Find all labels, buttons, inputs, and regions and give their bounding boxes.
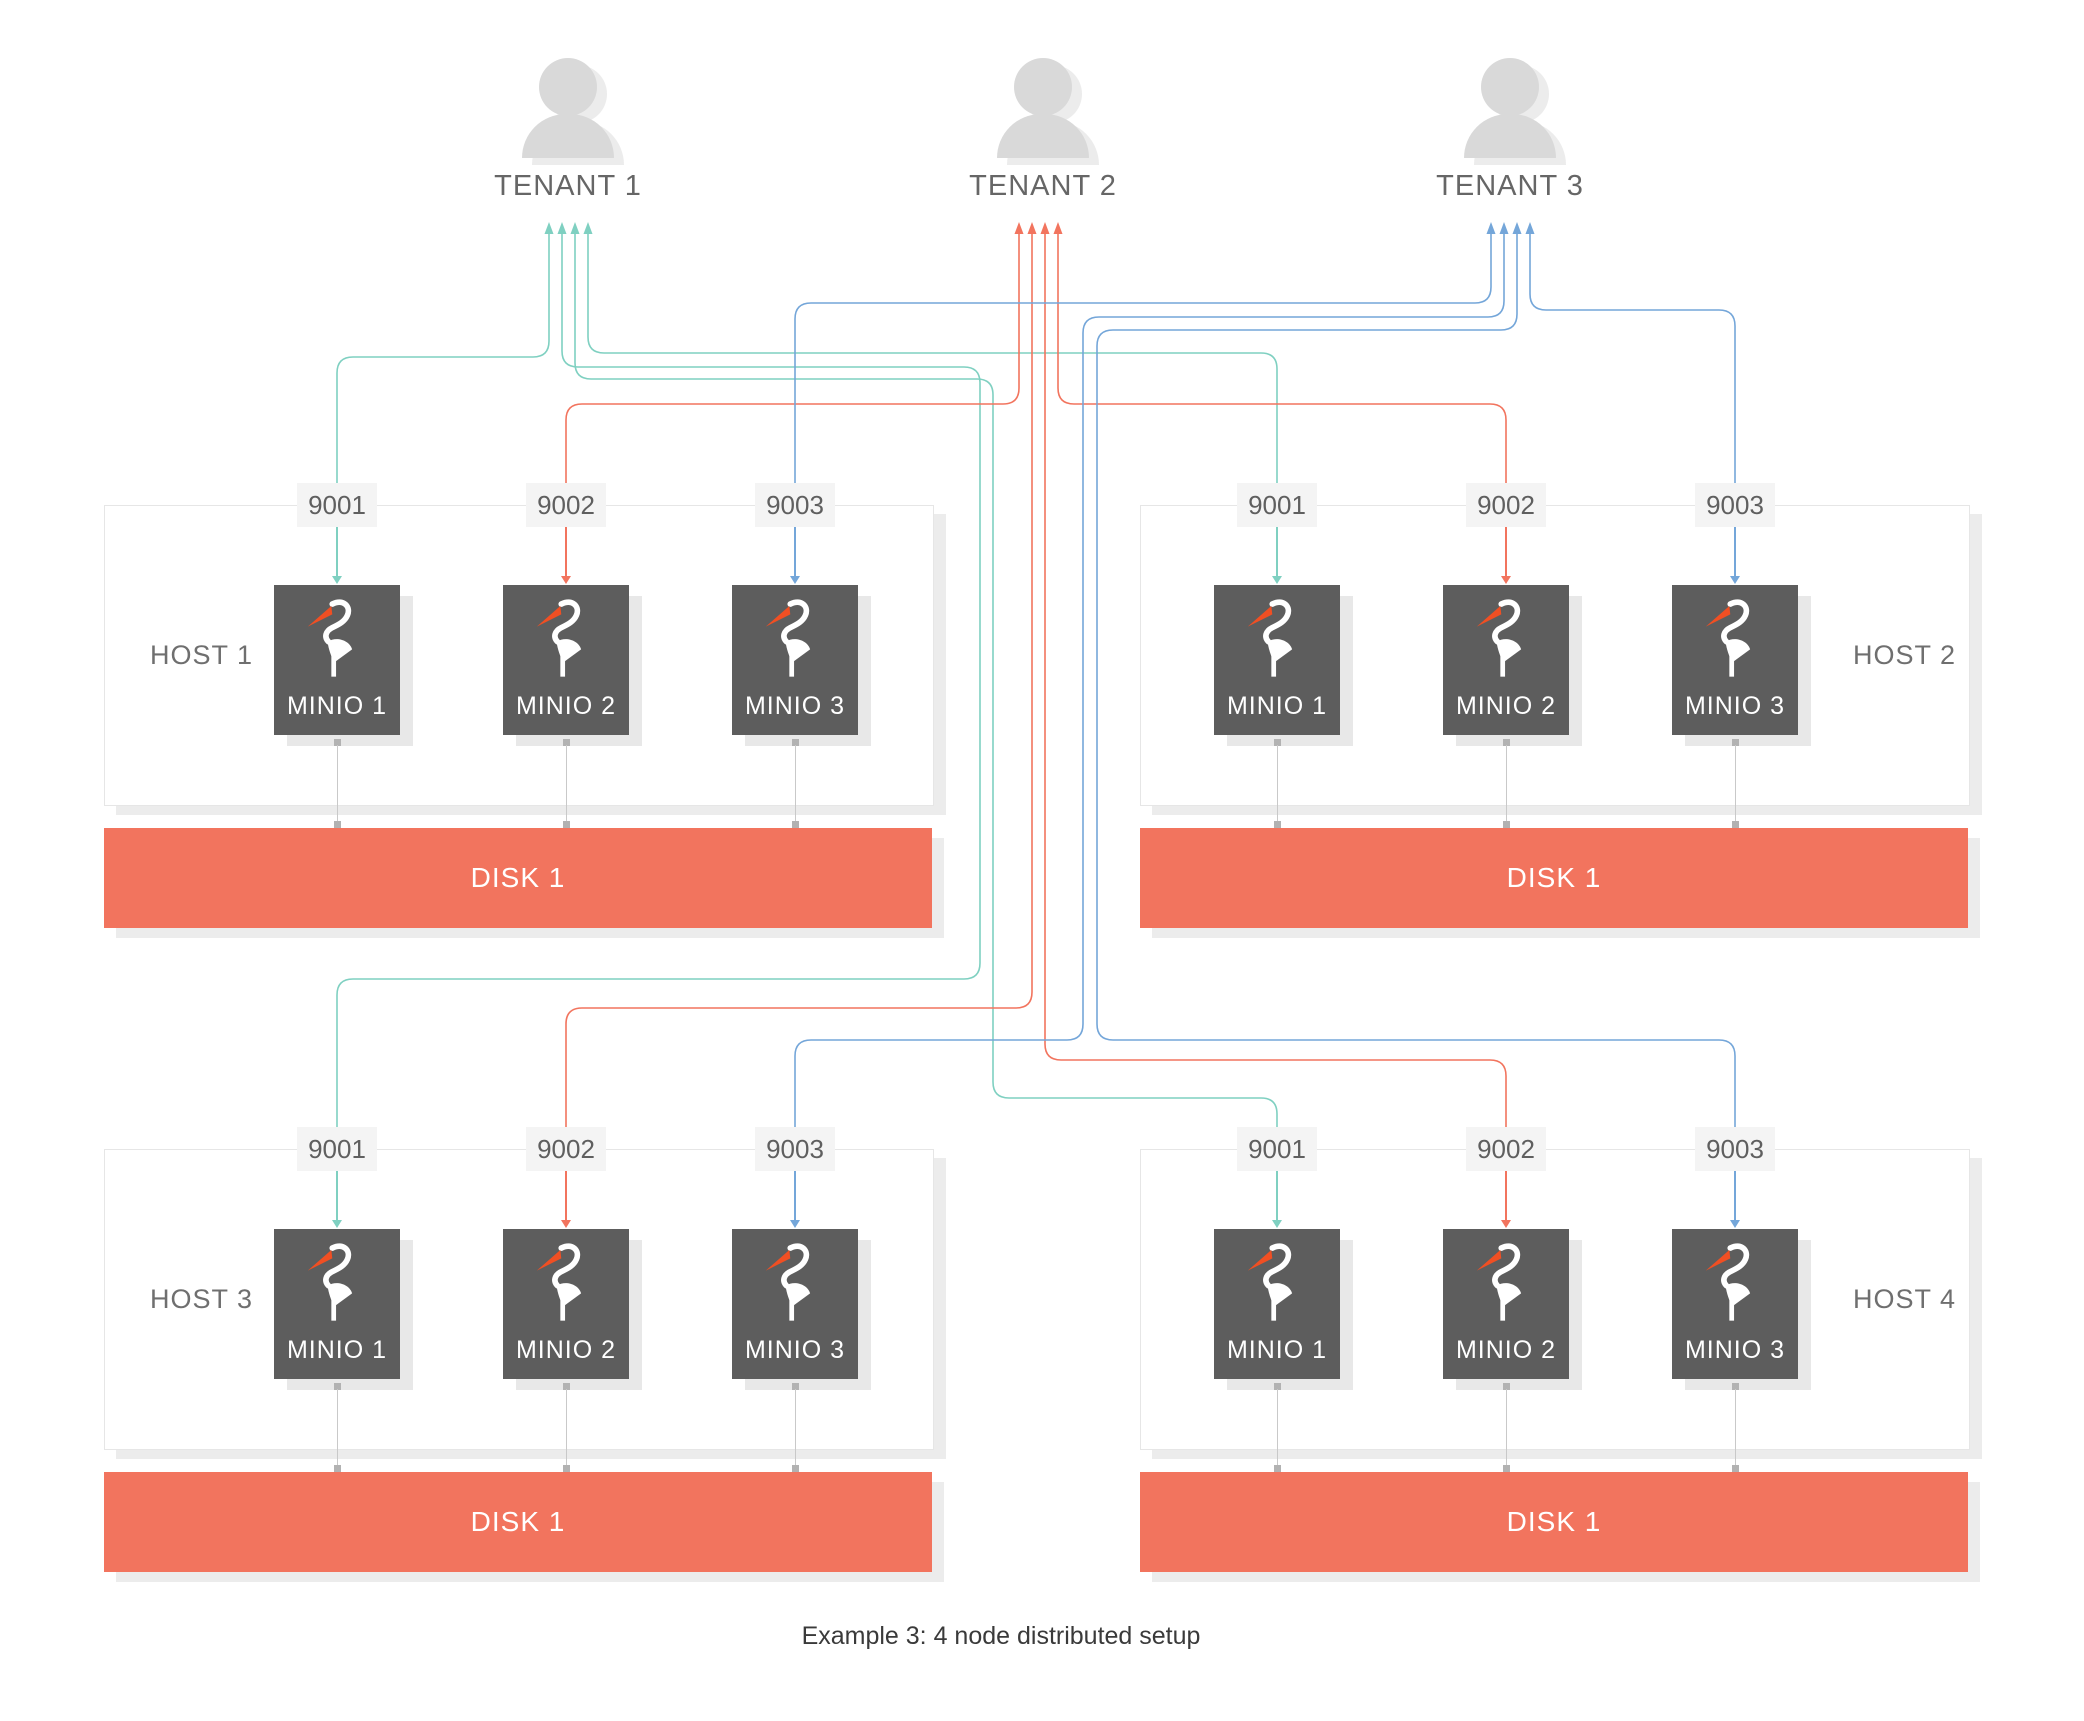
minio-node-label: MINIO 2 — [515, 1336, 617, 1364]
wire-tenant1-host1-minio1 — [336, 231, 550, 483]
wire-tenant2-host2-minio2 — [1057, 231, 1507, 483]
minio-node-label: MINIO 3 — [1684, 1336, 1786, 1364]
minio-node: MINIO 3 — [732, 585, 858, 735]
tenant2-arrowheads — [1014, 222, 1063, 234]
minio-node: MINIO 1 — [1214, 585, 1340, 735]
port-label-9001: 9001 — [1237, 1127, 1317, 1171]
minio-bird-icon — [307, 599, 353, 677]
tenant-label: TENANT 2 — [969, 170, 1117, 202]
port-label-9002: 9002 — [526, 1127, 606, 1171]
tenant-label: TENANT 1 — [494, 170, 642, 202]
tenant-1: TENANT 1 — [468, 58, 668, 203]
minio-node-label: MINIO 1 — [1226, 692, 1328, 720]
host-label: HOST 4 — [1853, 1284, 1957, 1314]
disk-bar: DISK 1 — [104, 828, 932, 928]
port-label-9002: 9002 — [1466, 483, 1546, 527]
wire-tenant3-host3-minio3 — [794, 231, 1505, 1127]
minio-node-label: MINIO 3 — [744, 1336, 846, 1364]
user-icon — [983, 58, 1103, 165]
port-label-9001: 9001 — [1237, 483, 1317, 527]
user-icon — [1450, 58, 1570, 165]
minio-node-label: MINIO 3 — [1684, 692, 1786, 720]
minio-node: MINIO 3 — [1672, 585, 1798, 735]
tenant-label: TENANT 3 — [1436, 170, 1584, 202]
minio-node-label: MINIO 1 — [286, 692, 388, 720]
tenant3-arrowheads — [1486, 222, 1535, 234]
port-label-9003: 9003 — [755, 483, 835, 527]
minio-bird-icon — [765, 599, 811, 677]
port-label-9001: 9001 — [297, 1127, 377, 1171]
wire-tenant3-host1-minio3 — [794, 231, 1492, 483]
minio-node: MINIO 2 — [1443, 585, 1569, 735]
minio-node: MINIO 3 — [1672, 1229, 1798, 1379]
minio-bird-icon — [307, 1243, 353, 1321]
minio-bird-icon — [1476, 599, 1522, 677]
minio-node-label: MINIO 3 — [744, 692, 846, 720]
minio-node: MINIO 3 — [732, 1229, 858, 1379]
minio-node: MINIO 2 — [1443, 1229, 1569, 1379]
minio-bird-icon — [1705, 599, 1751, 677]
minio-node: MINIO 2 — [503, 1229, 629, 1379]
minio-node-label: MINIO 1 — [1226, 1336, 1328, 1364]
tenant1-wires — [336, 231, 1278, 1127]
port-label-9003: 9003 — [755, 1127, 835, 1171]
disk-bar: DISK 1 — [1140, 1472, 1968, 1572]
host-label: HOST 1 — [150, 640, 254, 670]
port-label-9003: 9003 — [1695, 1127, 1775, 1171]
disk-bar: DISK 1 — [1140, 828, 1968, 928]
wire-tenant1-host3-minio1 — [336, 231, 981, 1127]
host-label: HOST 2 — [1853, 640, 1957, 670]
diagram-caption: Example 3: 4 node distributed setup — [801, 1622, 1201, 1650]
minio-node: MINIO 1 — [274, 585, 400, 735]
wire-tenant2-host4-minio2 — [1044, 231, 1507, 1127]
wire-tenant2-host1-minio2 — [565, 231, 1020, 483]
wire-tenant3-host4-minio3 — [1096, 231, 1736, 1127]
minio-bird-icon — [1476, 1243, 1522, 1321]
user-icon — [508, 58, 628, 165]
minio-node: MINIO 1 — [1214, 1229, 1340, 1379]
port-label-9003: 9003 — [1695, 483, 1775, 527]
wire-tenant1-host2-minio1 — [587, 231, 1278, 483]
disk-bar: DISK 1 — [104, 1472, 932, 1572]
tenant1-arrowheads — [544, 222, 593, 234]
minio-bird-icon — [765, 1243, 811, 1321]
minio-bird-icon — [536, 599, 582, 677]
tenant-2: TENANT 2 — [943, 58, 1143, 203]
minio-bird-icon — [1247, 599, 1293, 677]
minio-bird-icon — [1247, 1243, 1293, 1321]
minio-node-label: MINIO 1 — [286, 1336, 388, 1364]
minio-bird-icon — [1705, 1243, 1751, 1321]
minio-node-label: MINIO 2 — [1455, 1336, 1557, 1364]
minio-node: MINIO 2 — [503, 585, 629, 735]
minio-bird-icon — [536, 1243, 582, 1321]
host-label: HOST 3 — [150, 1284, 254, 1314]
minio-node-label: MINIO 2 — [515, 692, 617, 720]
wire-tenant3-host2-minio3 — [1529, 231, 1736, 483]
port-label-9001: 9001 — [297, 483, 377, 527]
tenant3-wires — [794, 231, 1736, 1127]
minio-node-label: MINIO 2 — [1455, 692, 1557, 720]
tenant-3: TENANT 3 — [1410, 58, 1610, 203]
wire-tenant1-host4-minio1 — [574, 231, 1278, 1127]
minio-node: MINIO 1 — [274, 1229, 400, 1379]
tenant2-wires — [565, 231, 1507, 1127]
port-label-9002: 9002 — [1466, 1127, 1546, 1171]
wire-tenant2-host3-minio2 — [565, 231, 1033, 1127]
port-label-9002: 9002 — [526, 483, 606, 527]
